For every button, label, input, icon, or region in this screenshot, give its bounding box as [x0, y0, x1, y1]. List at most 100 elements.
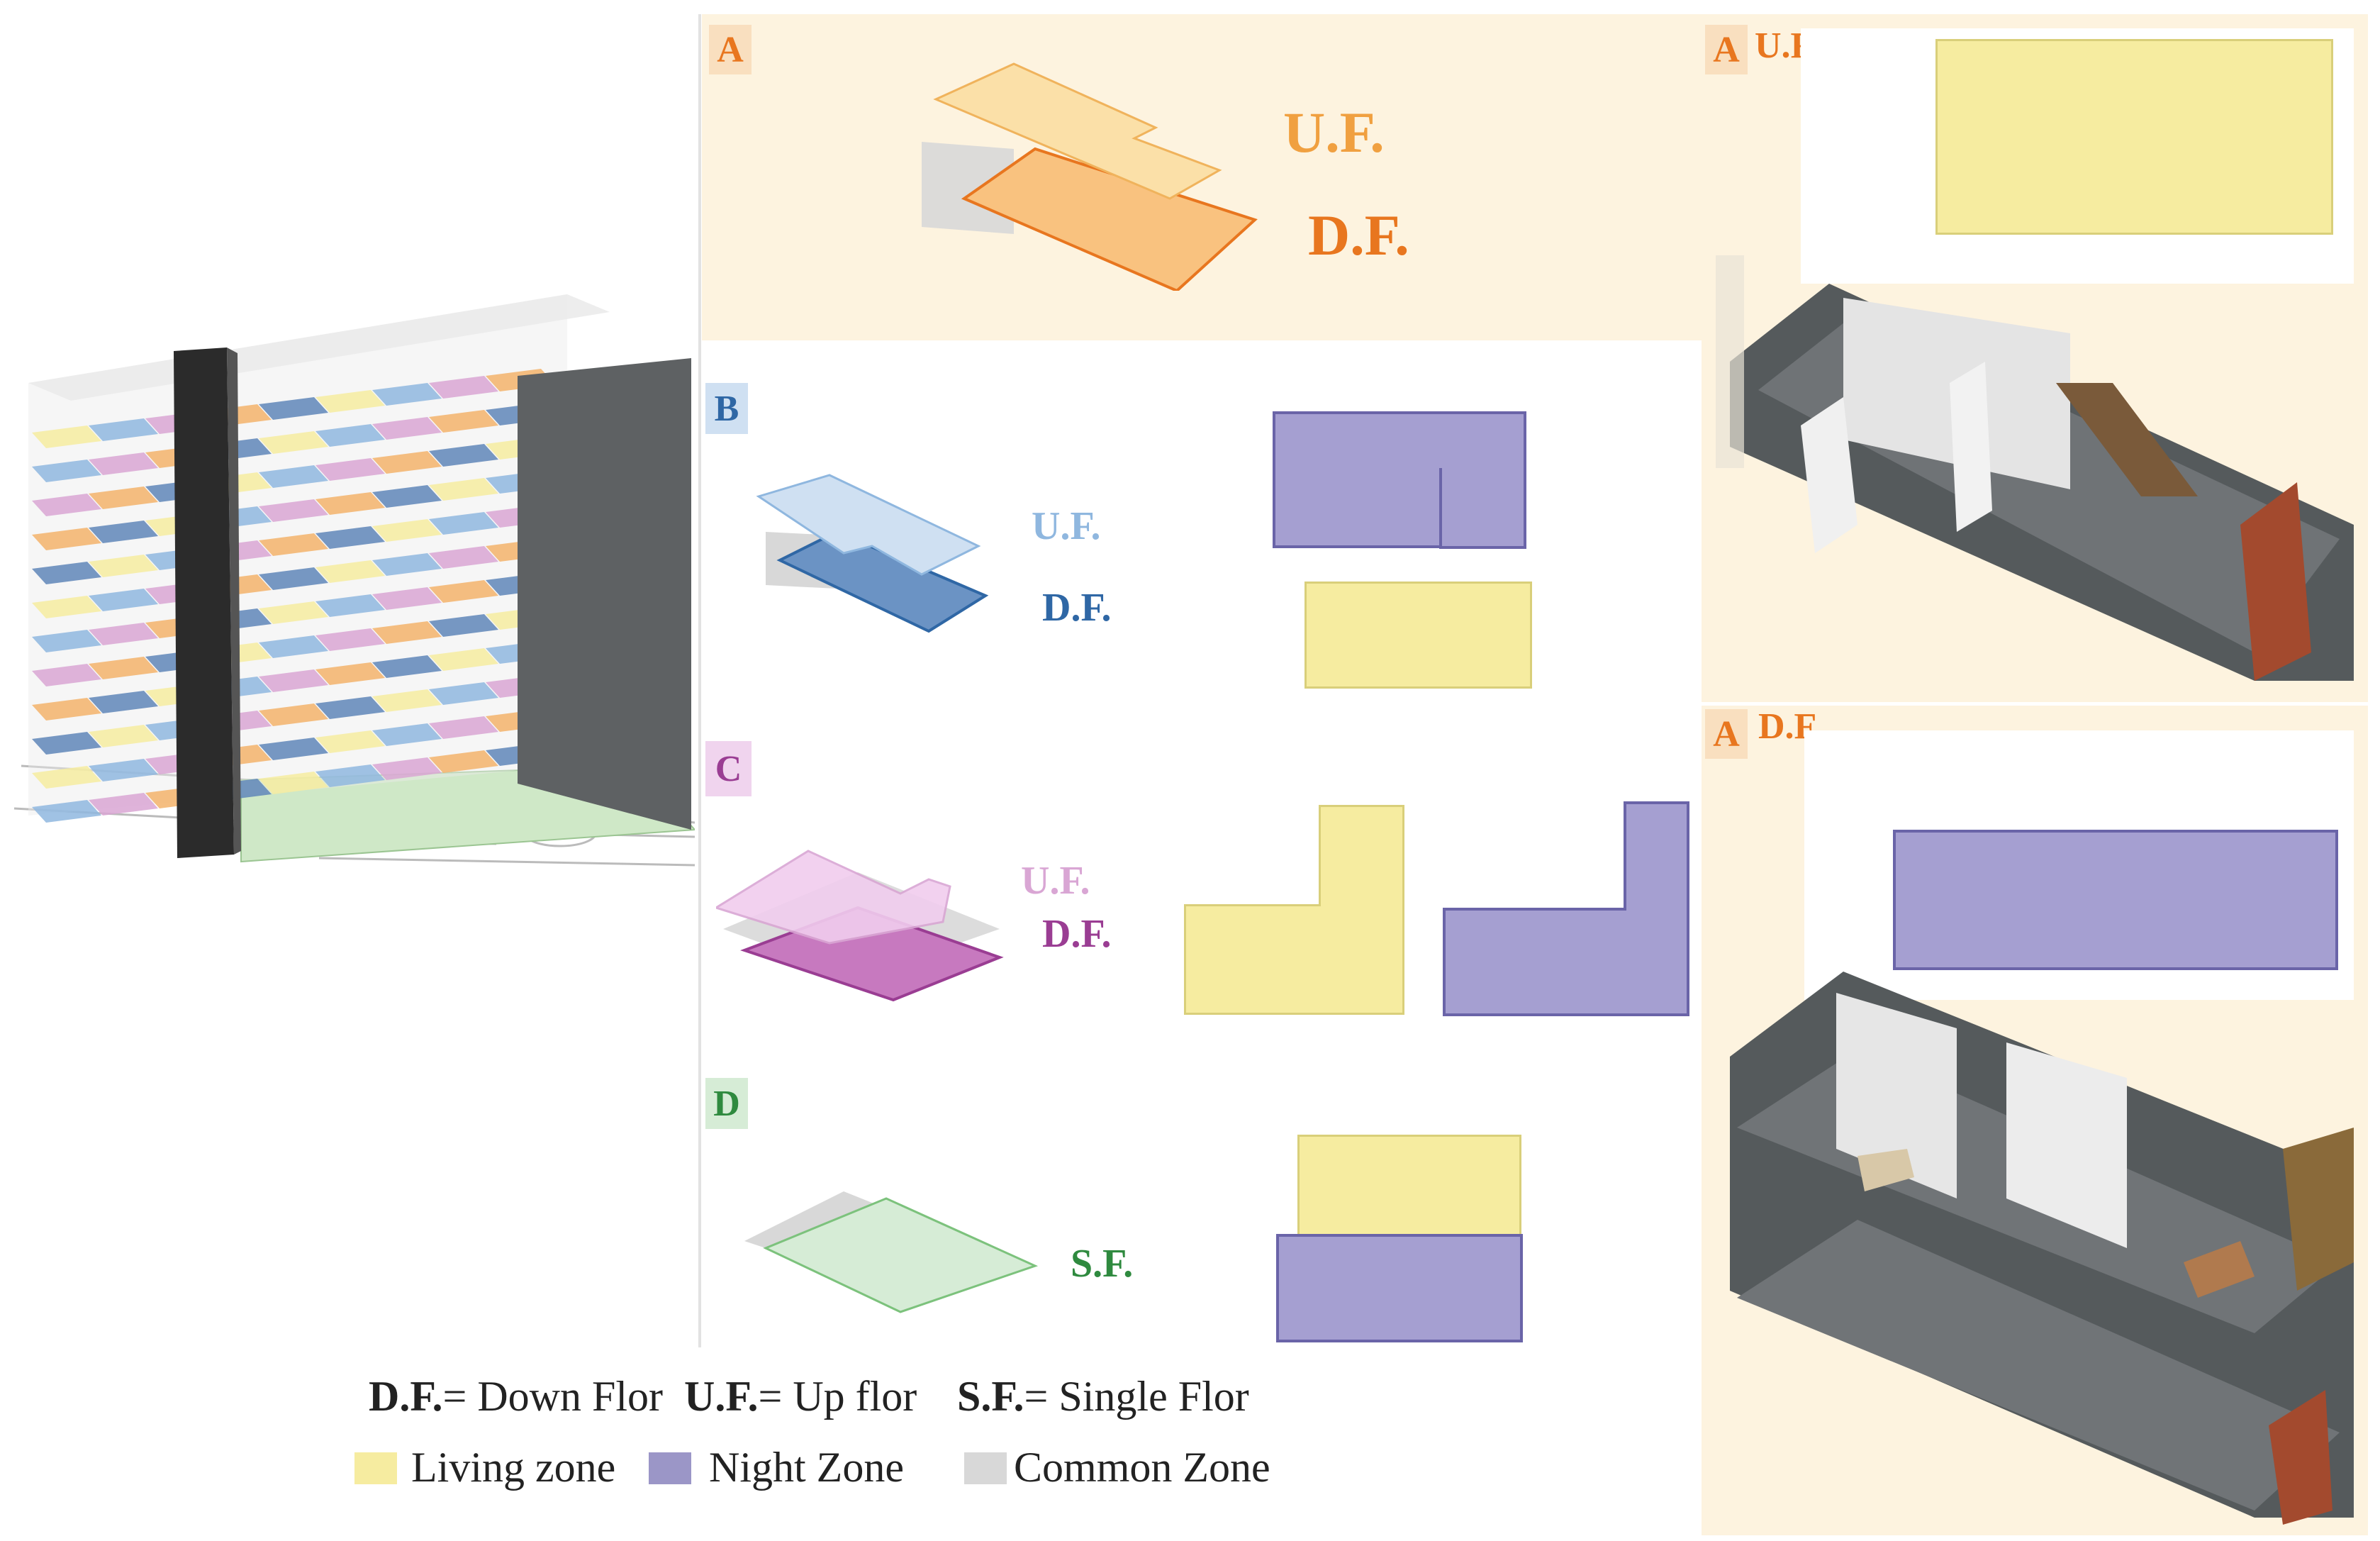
floor-slab	[259, 567, 328, 590]
floor-slab	[89, 486, 158, 509]
floor-slab	[259, 669, 328, 692]
floor-slab	[32, 562, 101, 584]
floor-slab	[315, 730, 385, 753]
floor-slab	[372, 621, 442, 644]
section-a-uf-label: U.F.	[1283, 100, 1385, 165]
section-d-tag: D	[705, 1078, 748, 1129]
floor-slab	[429, 682, 498, 705]
right-bottom-tag: A	[1705, 709, 1748, 759]
floor-slab	[259, 397, 328, 420]
floor-slab	[429, 750, 498, 773]
building-glass-top	[28, 294, 610, 401]
floor-slab	[89, 793, 158, 816]
floor-slab	[259, 465, 328, 488]
building-side-wall	[518, 358, 691, 830]
section-b-axonometric	[756, 474, 989, 633]
floor-slab	[315, 628, 385, 651]
legend-living-label: Living zone	[411, 1444, 616, 1491]
floor-slab	[259, 772, 328, 794]
floor-slab	[429, 716, 498, 739]
section-c-living-plan-ext	[1319, 805, 1404, 906]
section-b-tag: B	[705, 383, 748, 434]
legend-common-swatch	[964, 1452, 1007, 1484]
floor-slab	[32, 630, 101, 652]
floor-slab	[315, 764, 385, 787]
section-a-axonometric	[922, 62, 1258, 291]
stair-core	[174, 347, 234, 858]
floor-slab	[372, 553, 442, 576]
floor-slab	[429, 614, 498, 637]
section-d-living-plan	[1297, 1135, 1521, 1238]
floor-slab	[32, 494, 101, 516]
floor-slab	[32, 460, 101, 482]
floor-slab	[259, 533, 328, 556]
building-isometric	[13, 294, 695, 867]
floor-slab	[89, 623, 158, 645]
floor-slab	[259, 431, 328, 454]
floor-slab	[315, 390, 385, 413]
section-c-axonometric	[716, 850, 1004, 1002]
legend-uf: U.F.= Up flor	[684, 1373, 917, 1420]
floor-slab	[429, 648, 498, 671]
floor-slab	[429, 376, 498, 399]
floor-slab	[259, 601, 328, 624]
floor-slab	[315, 492, 385, 515]
floor-slab	[259, 635, 328, 658]
right-top-living-plan	[1935, 39, 2333, 235]
floor-slab	[429, 444, 498, 467]
floor-slab	[89, 418, 158, 441]
section-d-sf-label: S.F.	[1071, 1242, 1134, 1286]
floor-slab	[372, 383, 442, 406]
floor-slab	[32, 800, 101, 823]
floor-slab	[429, 546, 498, 569]
section-c-night-plan-ext	[1624, 801, 1689, 911]
floor-slab	[89, 725, 158, 747]
floor-bands	[32, 369, 555, 823]
floor-slab	[89, 521, 158, 543]
section-c-df-label: D.F.	[1042, 912, 1112, 956]
section-a-tag: A	[709, 25, 752, 74]
right-top-tag: A	[1705, 25, 1748, 74]
right-bottom-section-render	[1730, 972, 2354, 1525]
floor-slab	[372, 655, 442, 678]
floor-slab	[32, 664, 101, 686]
floor-slab	[372, 519, 442, 542]
floor-slab	[89, 589, 158, 611]
section-c-uf-label: U.F.	[1021, 859, 1090, 903]
floor-slab	[429, 410, 498, 433]
section-b-uf-label: U.F.	[1032, 504, 1101, 548]
floor-slab	[315, 594, 385, 617]
floor-slab	[372, 587, 442, 610]
floor-slab	[429, 512, 498, 535]
section-c-tag: C	[705, 741, 752, 796]
right-top-section-render	[1716, 255, 2354, 681]
section-a-df-label: D.F.	[1308, 203, 1409, 267]
section-c-night-plan	[1443, 908, 1689, 1016]
legend-night-swatch	[649, 1452, 691, 1484]
floor-slab	[89, 555, 158, 577]
floor-slab	[315, 458, 385, 481]
stair-core-side	[227, 347, 241, 855]
floor-slab	[32, 425, 101, 448]
floor-slab	[372, 689, 442, 712]
floor-slab	[315, 526, 385, 549]
floor-slab	[259, 499, 328, 522]
section-b-df-label: D.F.	[1042, 586, 1112, 630]
section-c-living-plan	[1184, 904, 1404, 1015]
legend-sf: S.F.= Single Flor	[957, 1373, 1249, 1420]
floor-slab	[429, 580, 498, 603]
floor-slab	[372, 757, 442, 780]
floor-slab	[315, 662, 385, 685]
floor-slab	[315, 560, 385, 583]
floor-slab	[429, 478, 498, 501]
section-d-axonometric	[744, 1191, 1039, 1313]
floor-slab	[259, 738, 328, 760]
floor-slab	[372, 451, 442, 474]
floor-slab	[32, 766, 101, 789]
section-d-night-plan	[1276, 1234, 1523, 1342]
floor-slab	[315, 424, 385, 447]
legend-living-swatch	[354, 1452, 397, 1484]
divider-line	[698, 14, 701, 1347]
section-b-night-plan-ext	[1439, 468, 1526, 549]
section-b-living-plan	[1304, 582, 1532, 689]
